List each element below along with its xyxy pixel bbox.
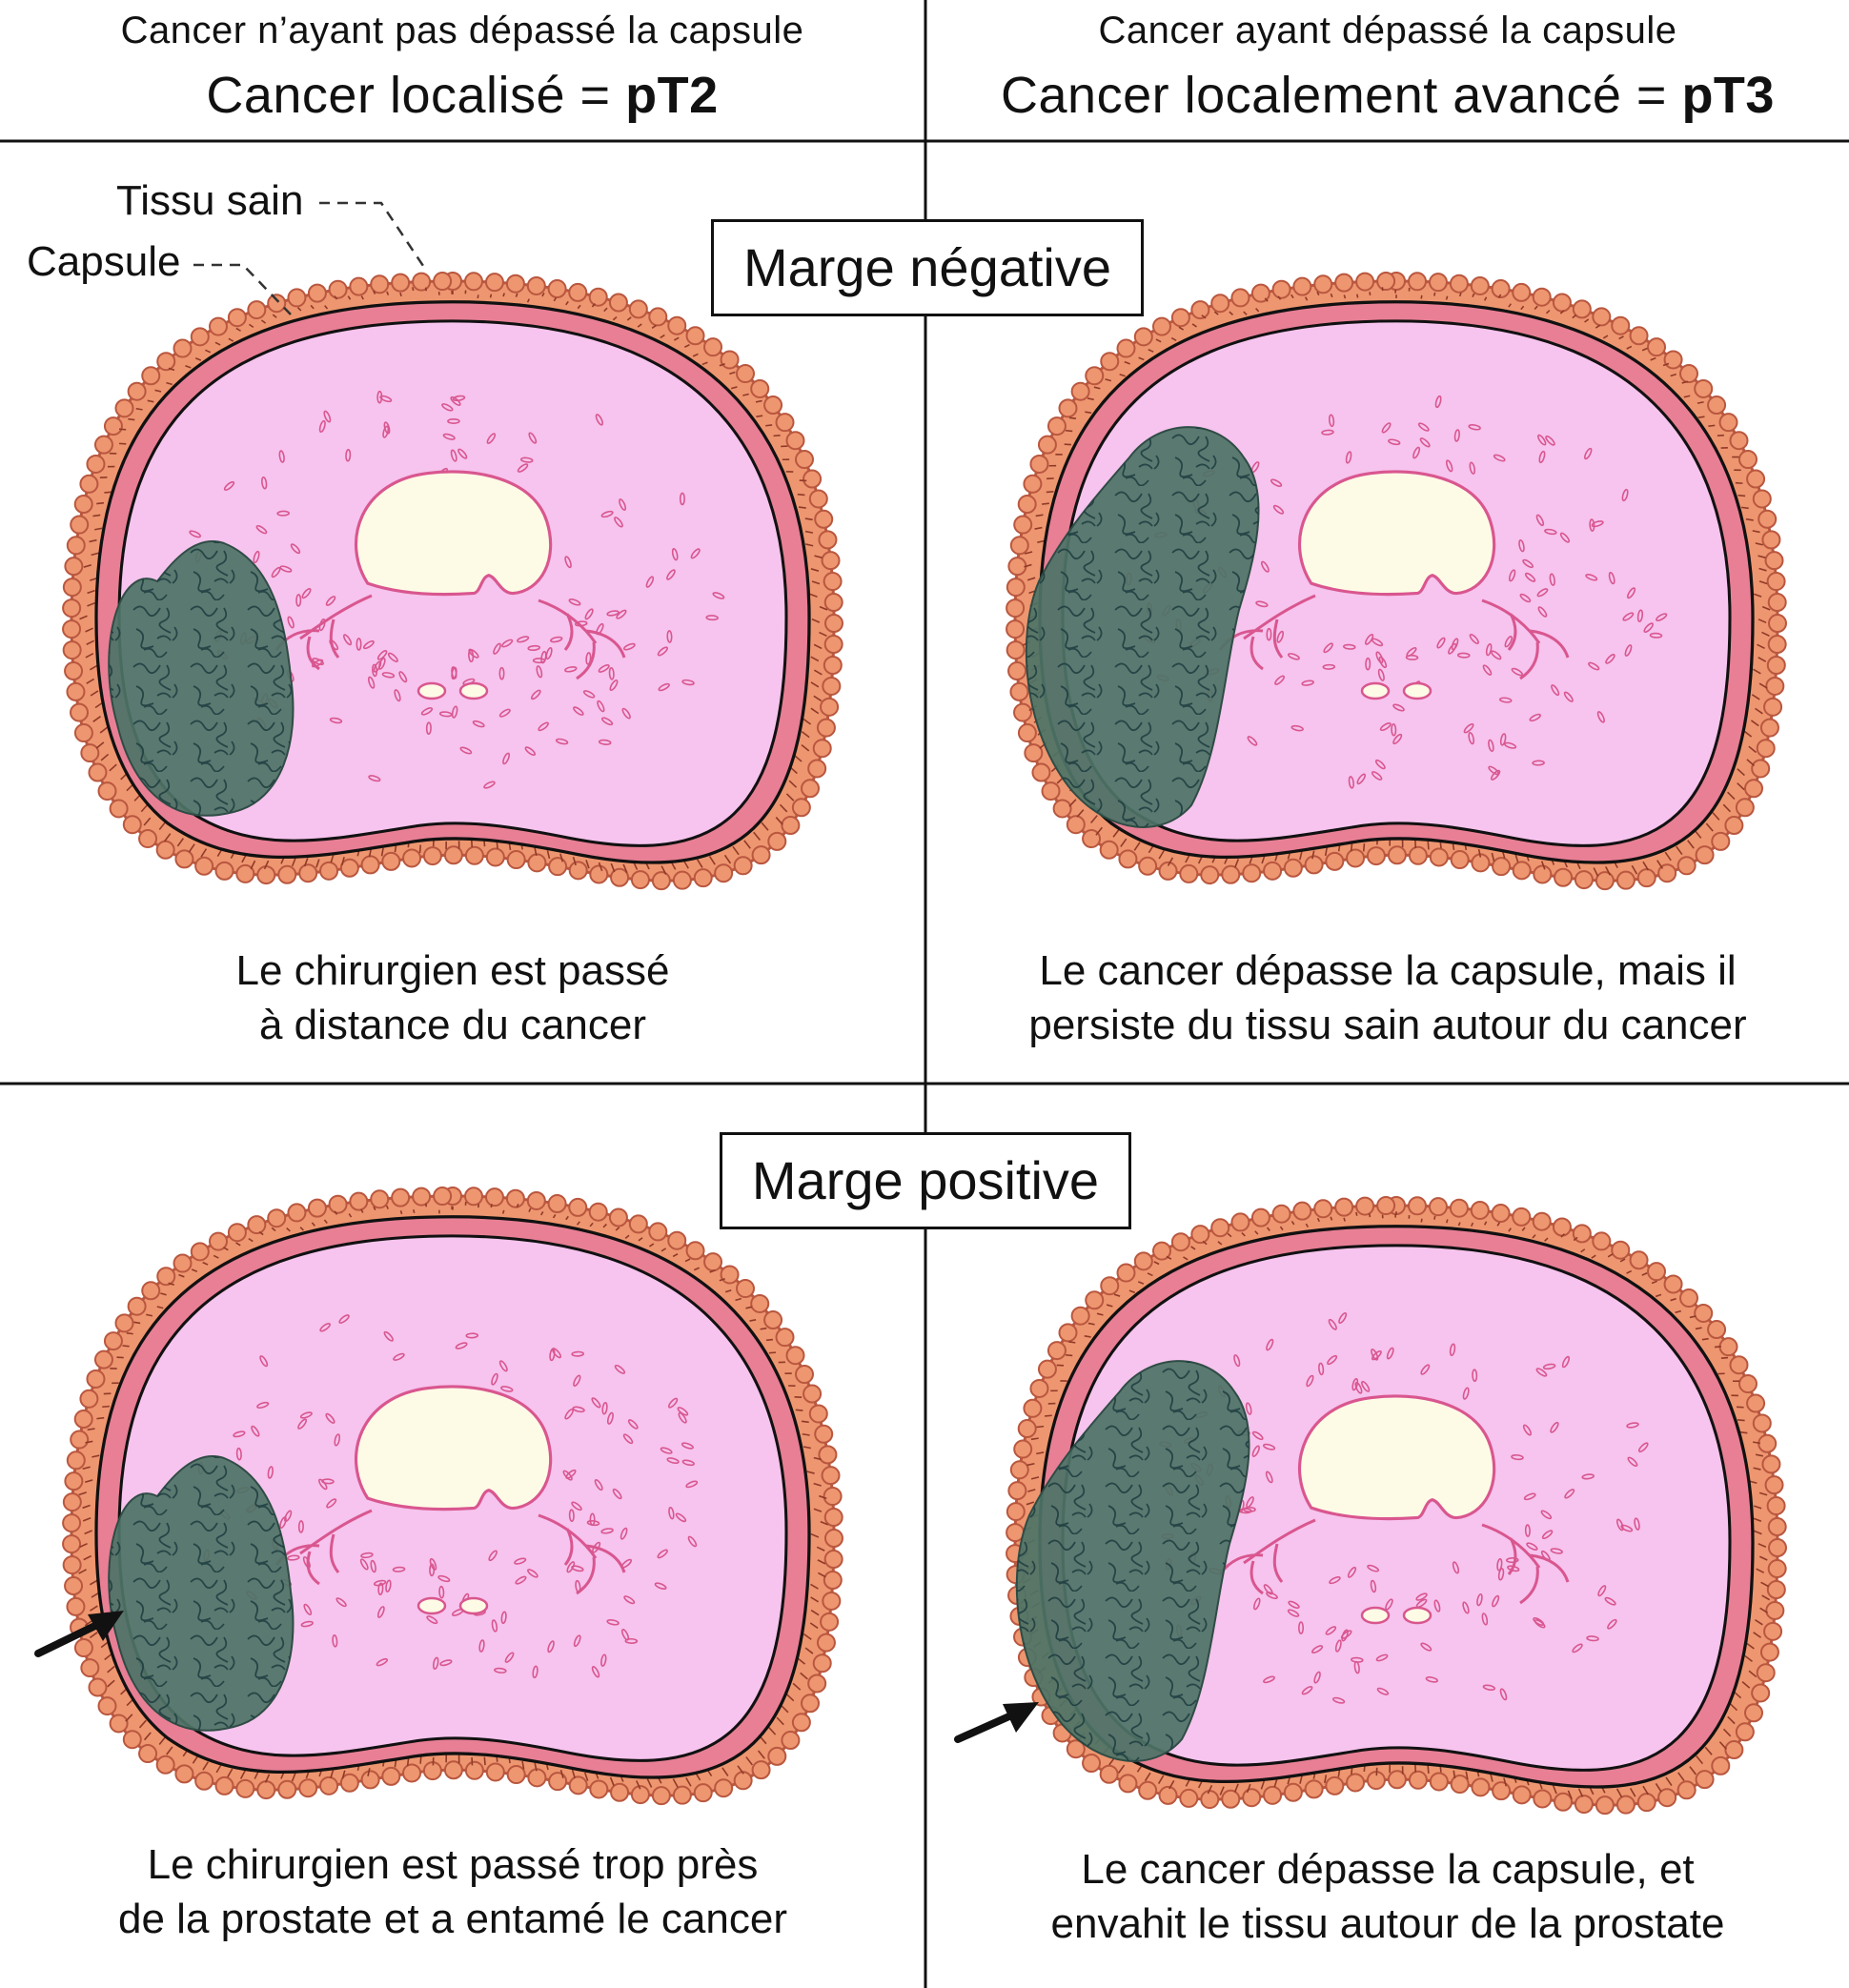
urethra bbox=[354, 1385, 553, 1511]
caption-bottom-right-line-2: envahit le tissu autour de la prostate bbox=[1050, 1900, 1725, 1947]
ejaculatory-ducts bbox=[1360, 1606, 1432, 1625]
caption-top-left-line-2: à distance du cancer bbox=[258, 1002, 647, 1048]
urethra bbox=[354, 470, 553, 597]
header-right-title-text: Cancer localement avancé = bbox=[1001, 67, 1682, 124]
urethral-glands bbox=[274, 1509, 626, 1595]
tumor bbox=[1025, 426, 1260, 828]
healthy-tissue-leader-line bbox=[319, 201, 429, 273]
caption-bottom-right: Le cancer dépasse la capsule, et envahit… bbox=[926, 1842, 1849, 1951]
tumor bbox=[108, 540, 295, 817]
panel-localized-negative-margin bbox=[62, 272, 843, 891]
header-right-subtitle: Cancer ayant dépassé la capsule bbox=[1098, 10, 1677, 51]
caption-top-right: Le cancer dépasse la capsule, mais il pe… bbox=[926, 943, 1849, 1052]
header-left-stage: pT2 bbox=[625, 67, 719, 124]
healthy-tissue-edge bbox=[62, 1187, 843, 1806]
healthy-tissue-edge bbox=[62, 272, 843, 891]
header-left-title-text: Cancer localisé = bbox=[206, 67, 626, 124]
header-right-stage: pT3 bbox=[1681, 67, 1775, 124]
caption-top-right-line-1: Le cancer dépasse la capsule, mais il bbox=[1039, 947, 1737, 994]
urethral-glands bbox=[1218, 1518, 1570, 1605]
urethral-glands bbox=[274, 594, 626, 680]
caption-bottom-left: Le chirurgien est passé trop près de la … bbox=[0, 1837, 905, 1946]
capsule-label: Capsule bbox=[27, 238, 181, 285]
negative-margin-label: Marge négative bbox=[711, 219, 1144, 316]
gland-texture bbox=[1126, 395, 1668, 789]
header-localized-cancer: Cancer n’ayant pas dépassé la capsule Ca… bbox=[0, 0, 924, 141]
urethra bbox=[1297, 470, 1496, 597]
panel-advanced-negative-margin bbox=[1006, 272, 1787, 891]
ejaculatory-ducts bbox=[417, 1596, 489, 1615]
caption-bottom-left-line-1: Le chirurgien est passé trop près bbox=[147, 1841, 759, 1888]
header-right-title: Cancer localement avancé = pT3 bbox=[926, 66, 1849, 125]
header-left-title: Cancer localisé = pT2 bbox=[0, 66, 924, 125]
ejaculatory-ducts bbox=[417, 681, 489, 700]
positive-margin-arrow-right bbox=[954, 1702, 1039, 1743]
healthy-tissue-label: Tissu sain bbox=[116, 177, 304, 224]
ejaculatory-ducts bbox=[1360, 681, 1432, 700]
header-left-subtitle: Cancer n’ayant pas dépassé la capsule bbox=[120, 10, 804, 51]
caption-top-left-line-1: Le chirurgien est passé bbox=[235, 947, 670, 994]
panel-advanced-positive-margin bbox=[1006, 1196, 1787, 1816]
capsule-leader-line bbox=[193, 263, 292, 315]
caption-bottom-right-line-1: Le cancer dépasse la capsule, et bbox=[1081, 1846, 1695, 1893]
positive-margin-label: Marge positive bbox=[720, 1132, 1131, 1229]
panel-localized-positive-margin bbox=[62, 1187, 843, 1806]
gland-texture bbox=[197, 1314, 699, 1679]
caption-top-right-line-2: persiste du tissu sain autour du cancer bbox=[1028, 1002, 1747, 1048]
urethral-glands bbox=[1218, 594, 1570, 680]
urethra bbox=[1297, 1394, 1496, 1521]
caption-top-left: Le chirurgien est passé à distance du ca… bbox=[0, 943, 905, 1052]
caption-bottom-left-line-2: de la prostate et a entamé le cancer bbox=[118, 1896, 787, 1942]
positive-margin-arrow-left bbox=[34, 1611, 124, 1657]
healthy-tissue-edge bbox=[1006, 272, 1787, 891]
healthy-tissue-texture bbox=[78, 1202, 829, 1790]
tumor bbox=[1015, 1360, 1250, 1762]
tumor bbox=[108, 1455, 295, 1732]
header-advanced-cancer: Cancer ayant dépassé la capsule Cancer l… bbox=[926, 0, 1849, 141]
